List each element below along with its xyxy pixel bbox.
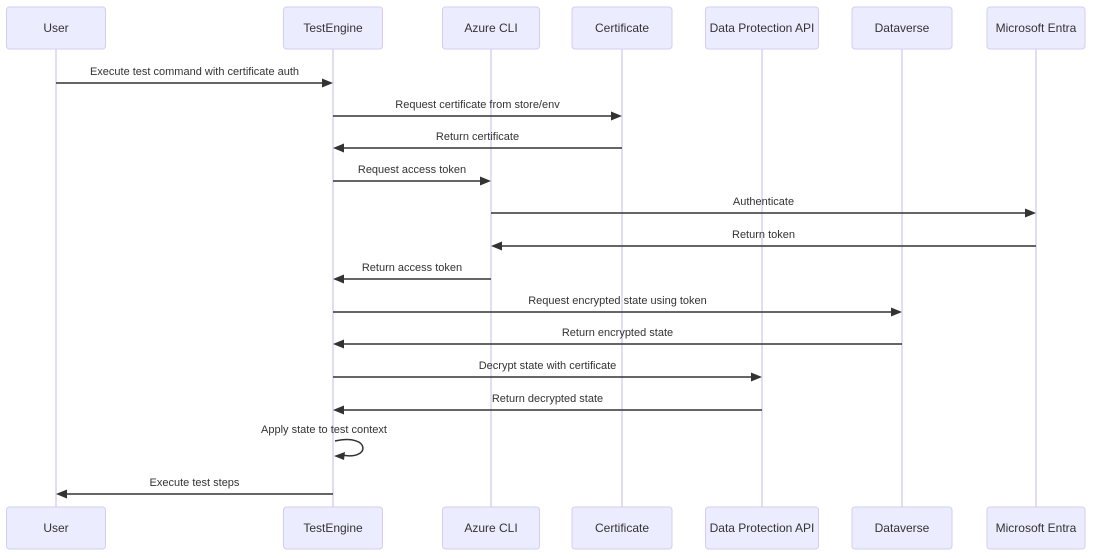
arrowhead-icon [611,111,622,121]
message-label: Return certificate [436,131,519,143]
actor-box [986,506,1086,550]
actor-label: Microsoft Entra [996,521,1077,535]
actor-box [705,6,819,50]
arrowhead-icon [333,143,344,153]
actor-label: Microsoft Entra [996,21,1077,35]
message-label: Return token [732,229,795,241]
message-label: Apply state to test context [261,424,387,436]
actor-box [283,506,383,550]
actor-box [283,6,383,50]
arrowhead-icon [480,176,491,186]
arrowhead-icon [334,452,345,460]
message-1-execute-test-command-with-certificate-auth: Execute test command with certificate au… [56,66,333,88]
arrowhead-icon [322,78,333,88]
actor-top-microsoft-entra: Microsoft Entra [986,6,1086,50]
actor-box [986,6,1086,50]
arrowhead-icon [1025,208,1036,218]
actor-top-user: User [6,6,106,50]
actor-label: User [43,21,68,35]
message-10-decrypt-state-with-certificate: Decrypt state with certificate [333,360,762,382]
actor-box [442,6,540,50]
actor-label: Data Protection API [710,21,815,35]
message-5-authenticate: Authenticate [491,196,1036,218]
actor-box [571,6,673,50]
message-9-return-encrypted-state: Return encrypted state [333,327,902,349]
actor-top-dataverse: Dataverse [851,6,953,50]
actor-top-data-protection-api: Data Protection API [705,6,819,50]
message-label: Request access token [358,164,466,176]
arrowhead-icon [333,274,344,284]
message-2-request-certificate-from-store-env: Request certificate from store/env [333,99,622,121]
message-13-execute-test-steps: Execute test steps [56,477,333,499]
message-label: Request certificate from store/env [395,99,560,111]
actor-bottom-certificate: Certificate [571,506,673,550]
message-label: Execute test steps [150,477,240,489]
message-8-request-encrypted-state-using-token: Request encrypted state using token [333,295,902,317]
message-label: Authenticate [733,196,794,208]
actor-bottom-user: User [6,506,106,550]
arrowhead-icon [491,241,502,251]
actor-bottom-testengine: TestEngine [283,506,383,550]
message-label: Return decrypted state [492,393,603,405]
actor-label: TestEngine [303,521,363,535]
message-label: Return access token [362,262,462,274]
actor-box [851,6,953,50]
actor-label: Certificate [595,21,649,35]
actor-label: Data Protection API [710,521,815,535]
actor-top-azure-cli: Azure CLI [442,6,540,50]
message-label: Request encrypted state using token [528,295,707,307]
actor-label: Azure CLI [464,21,517,35]
actor-bottom-microsoft-entra: Microsoft Entra [986,506,1086,550]
actor-box [851,506,953,550]
actor-box [705,506,819,550]
message-label: Return encrypted state [562,327,673,339]
actor-top-testengine: TestEngine [283,6,383,50]
actor-top-certificate: Certificate [571,6,673,50]
actor-label: User [43,521,68,535]
actor-box [6,6,106,50]
actor-label: Azure CLI [464,521,517,535]
message-label: Execute test command with certificate au… [90,66,299,78]
actor-bottom-azure-cli: Azure CLI [442,506,540,550]
message-label: Decrypt state with certificate [479,360,617,372]
actor-label: Certificate [595,521,649,535]
message-12-apply-state-to-test-context: Apply state to test context [261,424,387,460]
arrowhead-icon [333,339,344,349]
actor-label: Dataverse [875,21,930,35]
message-6-return-token: Return token [491,229,1036,251]
actor-bottom-dataverse: Dataverse [851,506,953,550]
actor-box [442,506,540,550]
actor-box [571,506,673,550]
message-3-return-certificate: Return certificate [333,131,622,153]
message-11-return-decrypted-state: Return decrypted state [333,393,762,415]
arrowhead-icon [56,489,67,499]
self-loop-arrow [334,438,364,457]
actor-label: Dataverse [875,521,930,535]
message-4-request-access-token: Request access token [333,164,491,186]
actor-bottom-data-protection-api: Data Protection API [705,506,819,550]
arrowhead-icon [891,307,902,317]
arrowhead-icon [333,405,344,415]
message-7-return-access-token: Return access token [333,262,491,284]
arrowhead-icon [751,372,762,382]
actor-label: TestEngine [303,21,363,35]
actor-box [6,506,106,550]
